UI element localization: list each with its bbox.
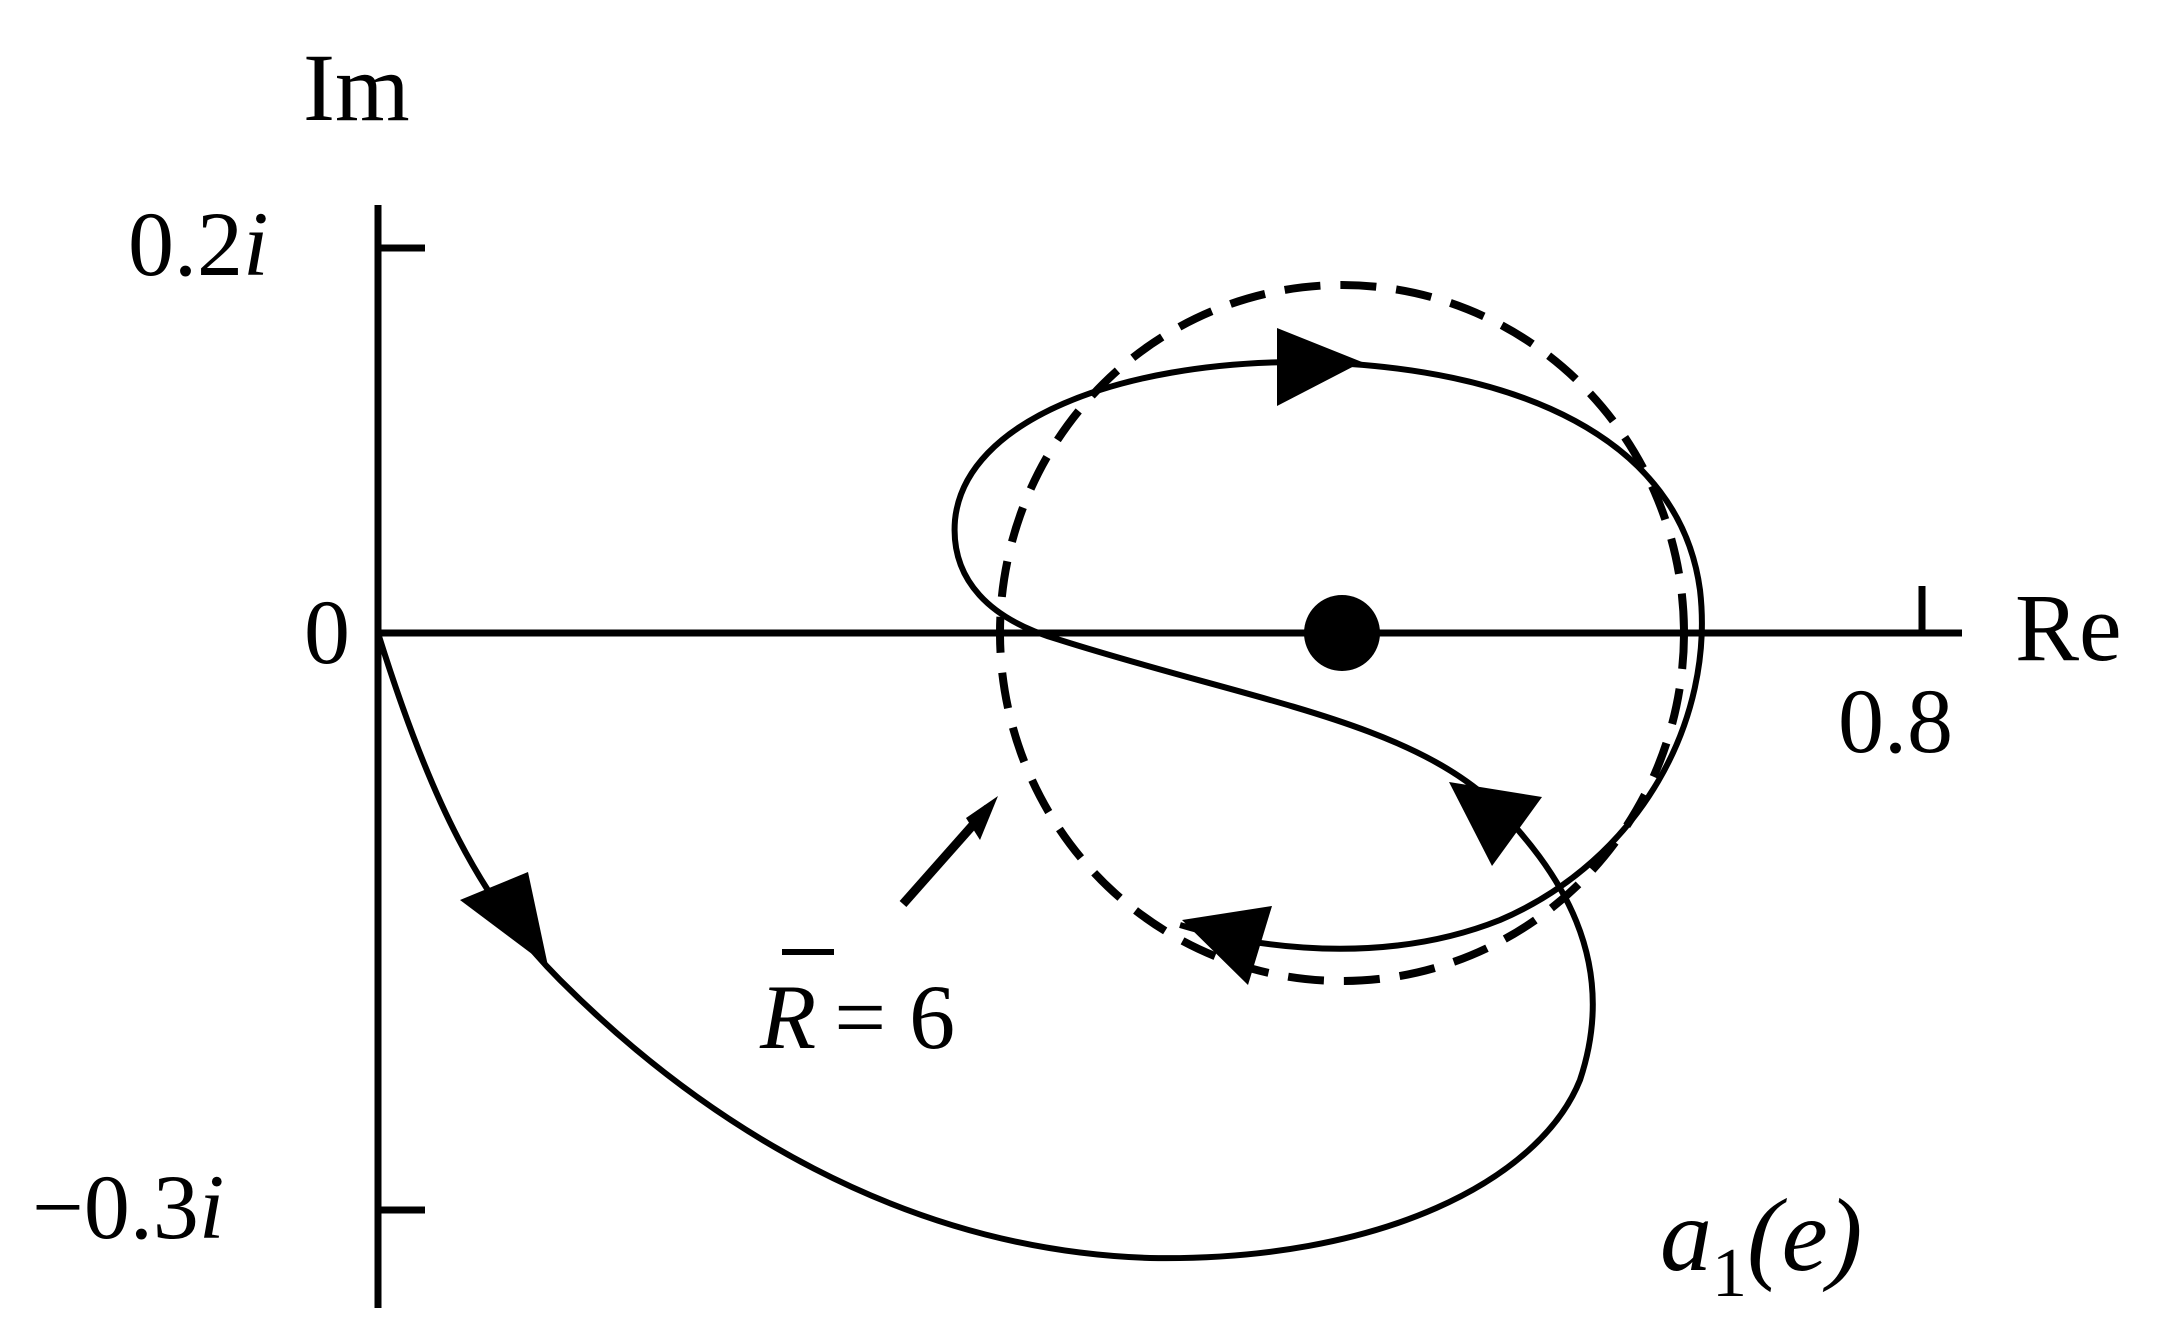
curve-label: a1(e) — [1660, 1178, 1862, 1312]
x-tick-label: 0.8 — [1838, 670, 1953, 772]
trajectory-curve — [375, 358, 1705, 1262]
curve-argument: (e) — [1747, 1178, 1862, 1293]
trajectory-arrow-left — [1182, 906, 1272, 985]
y-top-tick-unit: i — [243, 193, 269, 295]
origin-label: 0 — [304, 581, 350, 683]
curve-subscript: 1 — [1712, 1235, 1747, 1312]
trajectory-arrow-down — [460, 872, 548, 966]
x-axis-label: Re — [2015, 574, 2122, 681]
radius-label: R= 6 — [759, 966, 955, 1068]
y-bottom-tick-label: −0.3i — [32, 1156, 224, 1258]
y-bottom-tick-unit: i — [199, 1156, 225, 1258]
dashed-circle — [996, 281, 1688, 985]
y-top-tick-label: 0.2i — [128, 193, 269, 295]
radius-symbol: R — [759, 966, 816, 1068]
curve-symbol: a — [1660, 1178, 1712, 1293]
radius-pointer-head — [966, 796, 998, 840]
trajectory-arrow-up — [1449, 782, 1542, 866]
trajectory-arrow-right — [1277, 328, 1362, 406]
center-point — [1304, 595, 1380, 671]
radius-relation: = 6 — [834, 966, 955, 1068]
y-bottom-tick-number: −0.3 — [32, 1156, 199, 1258]
y-axis-label: Im — [303, 34, 410, 141]
y-top-tick-number: 0.2 — [128, 193, 243, 295]
